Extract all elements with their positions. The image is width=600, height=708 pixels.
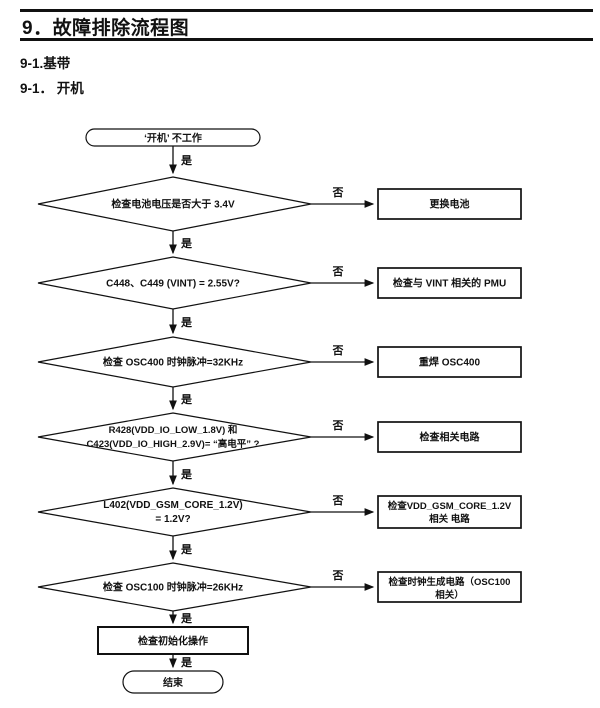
page-title: 9．故障排除流程图	[22, 18, 190, 39]
yes-label: 是	[180, 543, 193, 556]
action-box	[377, 267, 522, 299]
decision-osc400-clock: 检查 OSC400 时钟脉冲=32KHz	[37, 336, 312, 388]
action-check-vint-pmu: 检查与 VINT 相关的 PMU	[377, 267, 522, 299]
action-label: 更换电池	[430, 198, 470, 211]
decision-label: C448、C449 (VINT) = 2.55V?	[106, 279, 240, 290]
flow-node-start: ‘开机’ 不工作	[85, 128, 261, 147]
no-label: 否	[332, 186, 344, 199]
decision-vdd-gsm-core: L402(VDD_GSM_CORE_1.2V) = 1.2V?	[37, 487, 312, 537]
decision-label: 检查 OSC100 时钟脉冲=26KHz	[103, 581, 243, 594]
yes-label: 是	[180, 468, 193, 481]
decision-label-line1: R428(VDD_IO_LOW_1.8V) 和	[109, 424, 238, 436]
action-label: 检查相关电路	[420, 431, 481, 444]
action-box	[377, 346, 522, 378]
start-label: ‘开机’ 不工作	[144, 132, 202, 145]
decision-vdd-io-level: R428(VDD_IO_LOW_1.8V) 和 C423(VDD_IO_HIGH…	[37, 412, 312, 462]
yes-label: 是	[180, 154, 193, 167]
no-label: 否	[332, 265, 344, 278]
end-label: 结束	[163, 676, 184, 689]
decision-vint-voltage: C448、C449 (VINT) = 2.55V?	[37, 256, 312, 310]
decision-diamond	[37, 487, 312, 537]
no-label: 否	[332, 419, 344, 432]
no-label: 否	[332, 344, 344, 357]
subsection-heading: 9-1． 开机	[20, 81, 84, 96]
yes-label: 是	[180, 393, 193, 406]
action-box	[377, 495, 522, 529]
decision-label-line2: C423(VDD_IO_HIGH_2.9V)= “高电平” ?	[87, 438, 260, 450]
action-check-related-circuit: 检查相关电路	[377, 421, 522, 453]
yes-label: 是	[180, 656, 193, 669]
decision-label-line2: = 1.2V?	[155, 514, 190, 525]
action-label-line1: 检查时钟生成电路（OSC100	[389, 576, 511, 588]
title-underline	[20, 38, 593, 41]
action-replace-battery: 更换电池	[377, 188, 522, 220]
section-heading: 9-1.基带	[20, 56, 71, 71]
no-label: 否	[332, 569, 344, 582]
top-rule	[20, 9, 593, 12]
action-resolder-osc400: 重焊 OSC400	[377, 346, 522, 378]
action-label-line1: 检查VDD_GSM_CORE_1.2V	[388, 500, 512, 512]
end-terminator-shape	[122, 670, 224, 694]
decision-battery-voltage: 检查电池电压是否大于 3.4V	[37, 176, 312, 232]
action-box	[377, 571, 522, 603]
decision-osc100-clock: 检查 OSC100 时钟脉冲=26KHz	[37, 562, 312, 612]
no-label: 否	[332, 494, 344, 507]
yes-label: 是	[180, 237, 193, 250]
action-box	[377, 188, 522, 220]
yes-label: 是	[180, 612, 193, 625]
action-check-vdd-gsm-core-circuit: 检查VDD_GSM_CORE_1.2V 相关 电路	[377, 495, 522, 529]
decision-label: 检查 OSC400 时钟脉冲=32KHz	[103, 356, 243, 369]
decision-label: 检查电池电压是否大于 3.4V	[111, 198, 235, 211]
decision-diamond	[37, 412, 312, 462]
process-label: 检查初始化操作	[138, 635, 208, 648]
decision-label-line1: L402(VDD_GSM_CORE_1.2V)	[103, 500, 243, 511]
flow-node-check-init: 检查初始化操作	[97, 626, 249, 655]
action-check-clock-gen-circuit: 检查时钟生成电路（OSC100 相关）	[377, 571, 522, 603]
action-label: 重焊 OSC400	[419, 356, 481, 369]
action-box	[377, 421, 522, 453]
action-label-line2: 相关 电路	[429, 513, 470, 525]
yes-label: 是	[180, 316, 193, 329]
action-label-line2: 相关）	[435, 589, 464, 601]
flow-node-end: 结束	[122, 670, 224, 694]
action-label: 检查与 VINT 相关的 PMU	[393, 277, 506, 290]
